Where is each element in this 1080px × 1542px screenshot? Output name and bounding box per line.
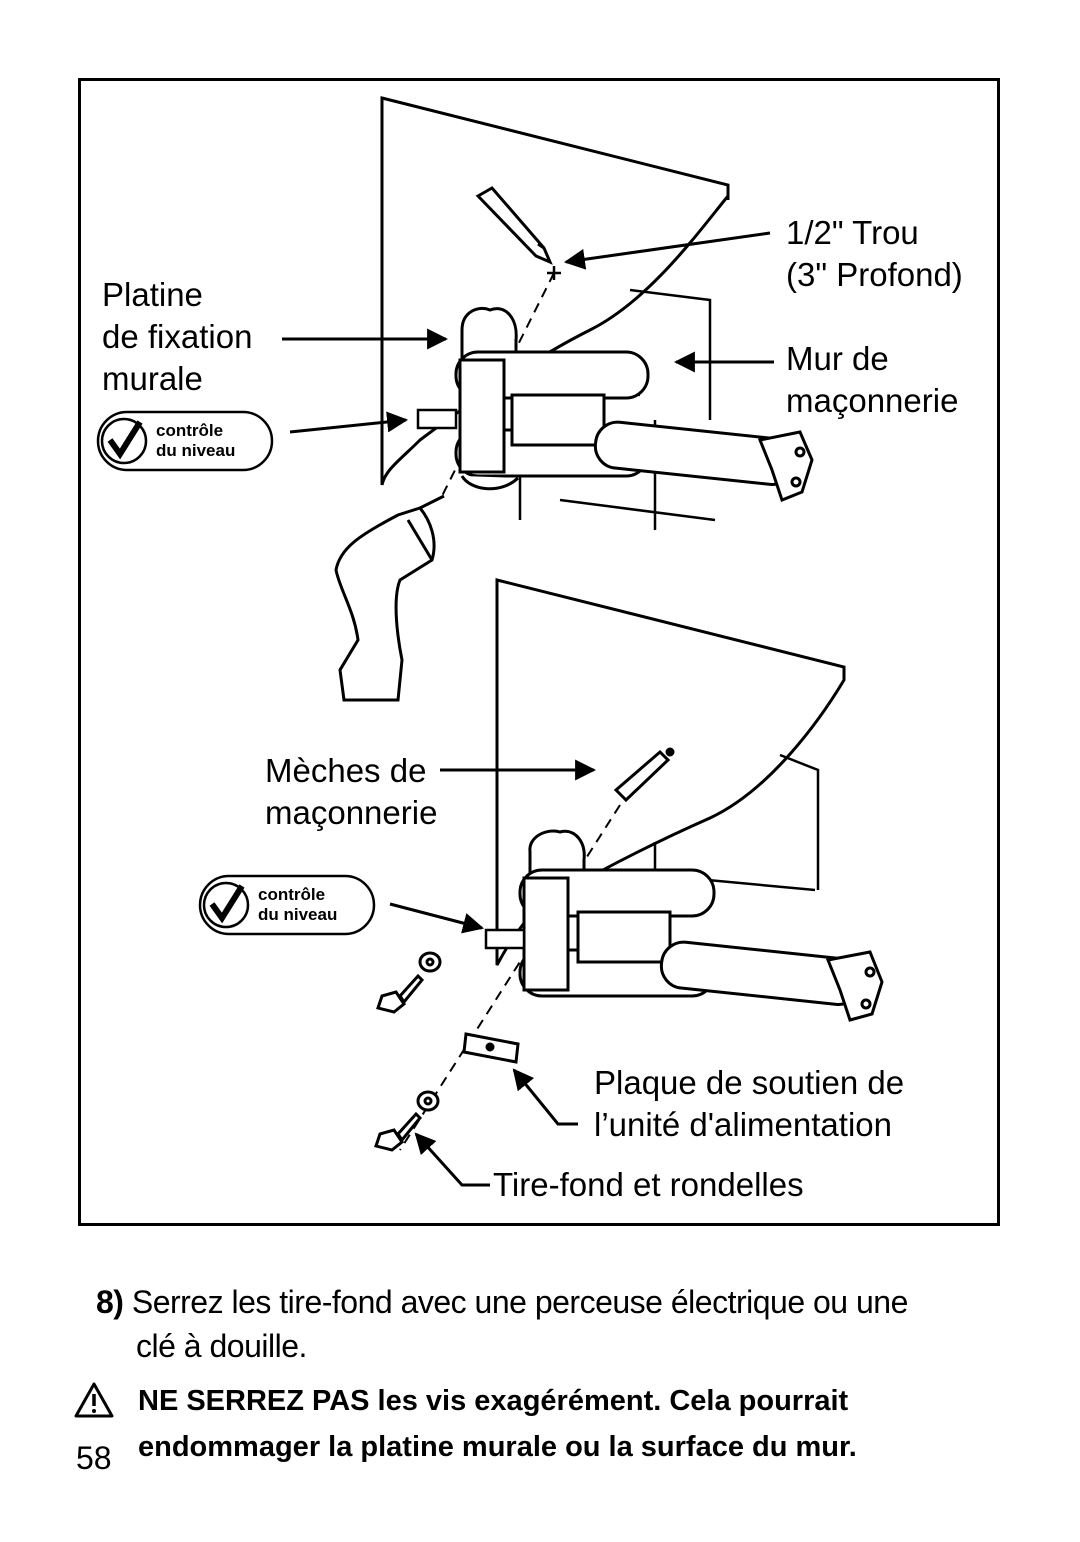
level-badge-text: contrôle: [156, 421, 224, 440]
warning-text: endommager la platine murale ou la surfa…: [138, 1431, 857, 1463]
pencil-icon: [475, 186, 553, 265]
top-wall-plate: [454, 306, 814, 502]
level-badge-text: du niveau: [156, 441, 236, 460]
label-support-plate: Plaque de soutien de: [594, 1064, 905, 1101]
level-check-badge: [198, 874, 376, 936]
arrow-icon: [563, 231, 771, 270]
top-level-tool: [416, 408, 458, 430]
label-hole-size: 1/2" Trou: [786, 214, 919, 251]
level-check-badge: [96, 410, 274, 472]
warning-triangle-icon: [74, 1382, 114, 1418]
bottom-wall-plate: [518, 829, 884, 1022]
label-wall-plate: de fixation: [102, 318, 253, 355]
anchor-icon: [613, 747, 675, 803]
drill-icon: [334, 494, 445, 702]
label-support-plate: l’unité d'alimentation: [594, 1106, 892, 1143]
arrow-icon: [289, 411, 409, 434]
label-masonry-wall: Mur de: [786, 340, 889, 377]
label-drill-bits: Mèches de: [265, 752, 427, 789]
lag-bolt-icon: [374, 973, 425, 1152]
label-drill-bits: maçonnerie: [265, 794, 438, 831]
label-wall-plate: Platine: [102, 276, 203, 313]
label-hole-depth: (3" Profond): [786, 256, 963, 293]
level-badge-text: du niveau: [258, 905, 338, 924]
level-badge-text: contrôle: [258, 885, 326, 904]
page-number: 58: [76, 1440, 112, 1476]
label-lag-bolts: Tire-fond et rondelles: [493, 1166, 804, 1203]
bottom-level-tool: [484, 928, 526, 950]
arrow-icon: [389, 902, 485, 934]
step-instruction: 8) Serrez les tire-fond avec une perceus…: [96, 1280, 996, 1368]
label-wall-plate: murale: [102, 360, 203, 397]
arrow-icon: [512, 1068, 578, 1126]
warning-text: NE SERREZ PAS les vis exagérément. Cela …: [138, 1385, 849, 1417]
support-plate-icon: [462, 1032, 520, 1064]
arrow-icon: [414, 1132, 490, 1187]
label-masonry-wall: maçonnerie: [786, 382, 959, 419]
figure-frame: [78, 78, 1000, 1226]
step-text: clé à douille.: [136, 1328, 307, 1364]
step-text: Serrez les tire-fond avec une perceuse é…: [131, 1284, 909, 1320]
step-number: 8): [96, 1284, 124, 1320]
washer-icon: [416, 951, 442, 1112]
